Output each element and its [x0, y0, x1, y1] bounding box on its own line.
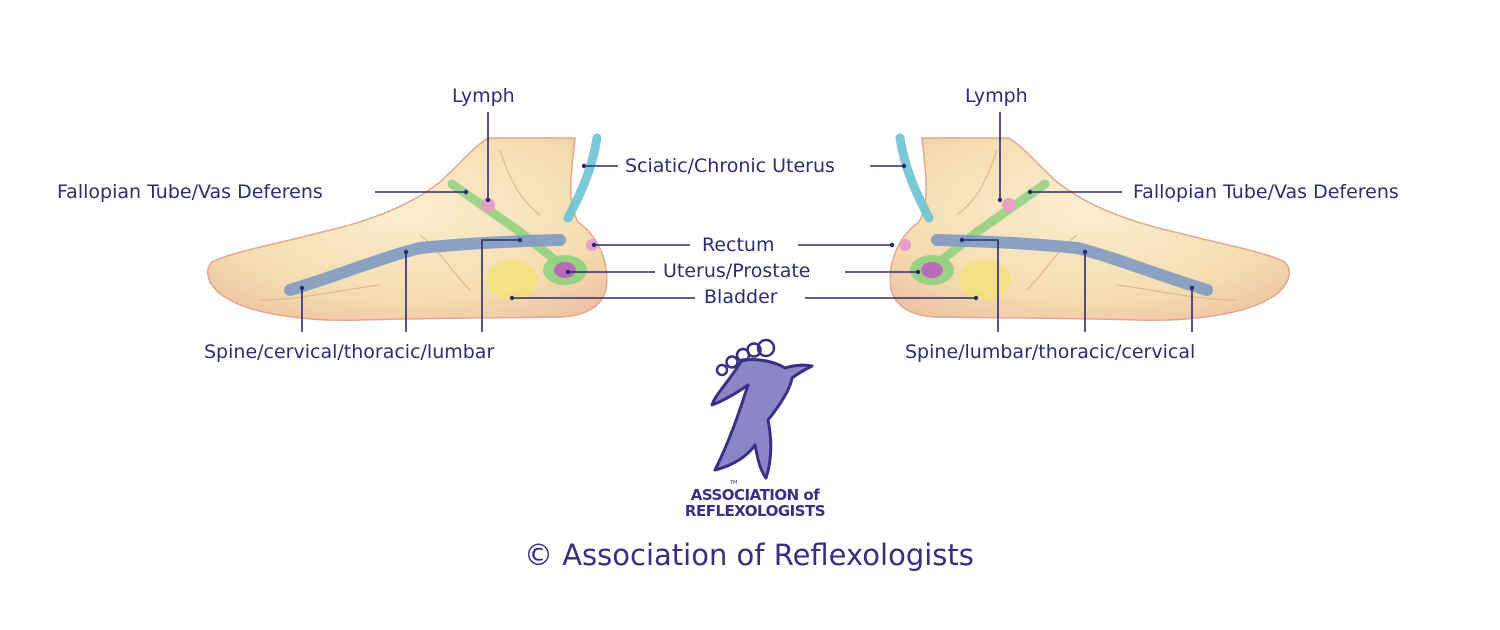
label-spine-left: Spine/cervical/thoracic/lumbar — [204, 341, 495, 363]
left-sciatic-band — [563, 133, 602, 223]
right-spine-band — [931, 234, 1213, 296]
right-fallopian-band — [927, 179, 1050, 273]
logo-line-2: REFLEXOLOGISTS — [684, 502, 826, 520]
left-lymph-spot — [481, 198, 495, 212]
right-bladder-area — [959, 260, 1011, 300]
label-fallopian-left: Fallopian Tube/Vas Deferens — [57, 181, 323, 203]
left-foot-outline — [207, 137, 608, 322]
left-bladder-area — [486, 260, 538, 300]
copyright-notice: © Association of Reflexologists — [524, 538, 974, 572]
right-foot — [889, 133, 1290, 322]
leader-lines — [301, 112, 1193, 332]
leader-spine-right-3 — [962, 239, 999, 332]
right-foot-outline — [889, 137, 1290, 322]
label-uterus-prostate: Uterus/Prostate — [663, 260, 811, 282]
logo-line-1: ASSOCIATION of — [690, 486, 820, 504]
label-sciatic: Sciatic/Chronic Uterus — [625, 155, 835, 177]
right-lymph-spot — [1002, 198, 1016, 212]
logo-trademark: TM — [730, 480, 738, 486]
right-rectum-spot — [899, 239, 911, 251]
right-sciatic-band — [895, 133, 934, 223]
label-fallopian-right: Fallopian Tube/Vas Deferens — [1133, 181, 1399, 203]
label-lymph-left: Lymph — [452, 85, 515, 107]
leader-dots — [299, 163, 1195, 301]
left-fallopian-band — [447, 179, 570, 273]
label-spine-right: Spine/lumbar/thoracic/cervical — [905, 341, 1196, 363]
leader-spine-left-3 — [481, 239, 520, 332]
label-bladder: Bladder — [704, 286, 778, 308]
aor-logo-figure — [710, 338, 814, 480]
label-lymph-right: Lymph — [965, 85, 1028, 107]
logo-text: ASSOCIATION of REFLEXOLOGISTS — [670, 487, 840, 519]
label-rectum: Rectum — [702, 234, 775, 256]
left-foot — [207, 133, 608, 322]
